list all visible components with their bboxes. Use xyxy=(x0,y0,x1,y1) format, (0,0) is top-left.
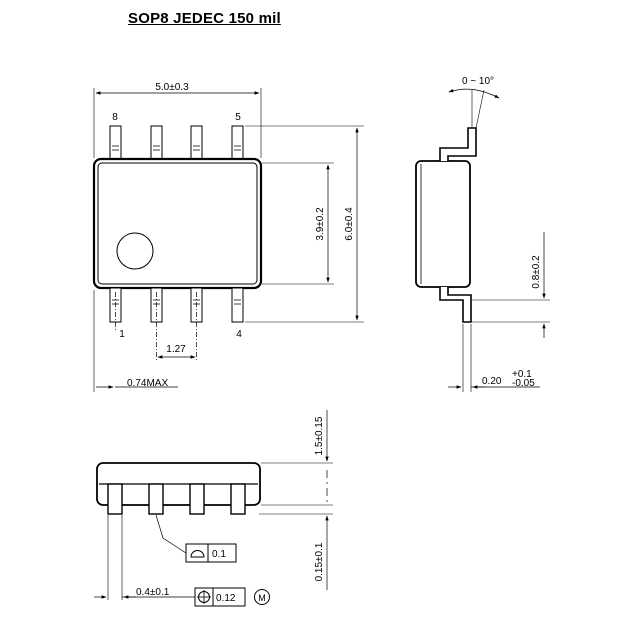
pin-label-4: 4 xyxy=(236,329,242,340)
pin-7 xyxy=(150,125,163,161)
dim-lead-angle-label: 0 ~ 10° xyxy=(462,76,494,87)
top-view xyxy=(92,88,364,392)
pin-label-8: 8 xyxy=(112,112,118,123)
package-body-outline xyxy=(92,157,263,290)
dim-body-length-label: 5.0±0.3 xyxy=(155,82,189,93)
flatness-value: 0.1 xyxy=(212,549,226,560)
position-tolerance-value: 0.12 xyxy=(216,593,236,604)
lead-upper xyxy=(439,127,477,161)
dim-lead-angle-arc xyxy=(448,88,500,99)
flatness-symbol-icon xyxy=(190,550,205,558)
dim-lead-width-label: 0.4±0.1 xyxy=(136,587,170,598)
mmc-modifier-icon xyxy=(254,589,270,605)
dim-overall-width-label: 6.0±0.4 xyxy=(344,207,355,241)
dim-pitch-label: 1.27 xyxy=(166,344,186,355)
bottom-pins xyxy=(109,287,244,323)
front-lead-2 xyxy=(148,483,164,515)
pin-label-1: 1 xyxy=(119,329,125,340)
pin1-marker-dot xyxy=(116,232,154,270)
drawing-title: SOP8 JEDEC 150 mil xyxy=(128,10,281,27)
pin-centerlines xyxy=(115,292,197,362)
front-lead-4 xyxy=(230,483,246,515)
front-view xyxy=(94,410,333,607)
dim-lead-length-label: 0.8±0.2 xyxy=(531,255,542,289)
front-lead-3 xyxy=(189,483,205,515)
pin-4 xyxy=(231,287,244,323)
dim-standoff-label: 0.15±0.1 xyxy=(314,542,325,581)
dim-lead-thickness-tol-minus: -0.05 xyxy=(512,378,535,389)
dim-lead-thickness-label: 0.20 xyxy=(482,376,502,387)
top-pins xyxy=(109,125,244,161)
package-body-inner xyxy=(97,162,258,285)
pin-5 xyxy=(231,125,244,161)
dim-body-width-label: 3.9±0.2 xyxy=(315,207,326,241)
dim-end-offset-label: 0.74MAX xyxy=(127,378,168,389)
pin-label-5: 5 xyxy=(235,112,241,123)
lead-lower xyxy=(439,287,472,323)
pin-6 xyxy=(190,125,203,161)
position-frame xyxy=(194,587,246,607)
side-body xyxy=(415,160,471,288)
dim-body-height-label: 1.5±0.15 xyxy=(314,416,325,455)
pin-8 xyxy=(109,125,122,161)
side-view xyxy=(415,88,550,392)
front-lead-1 xyxy=(107,483,123,515)
flatness-frame xyxy=(185,543,237,563)
dim-lead-thickness-tol-plus: +0.1 xyxy=(512,369,532,380)
mmc-modifier-label: M xyxy=(258,593,266,603)
